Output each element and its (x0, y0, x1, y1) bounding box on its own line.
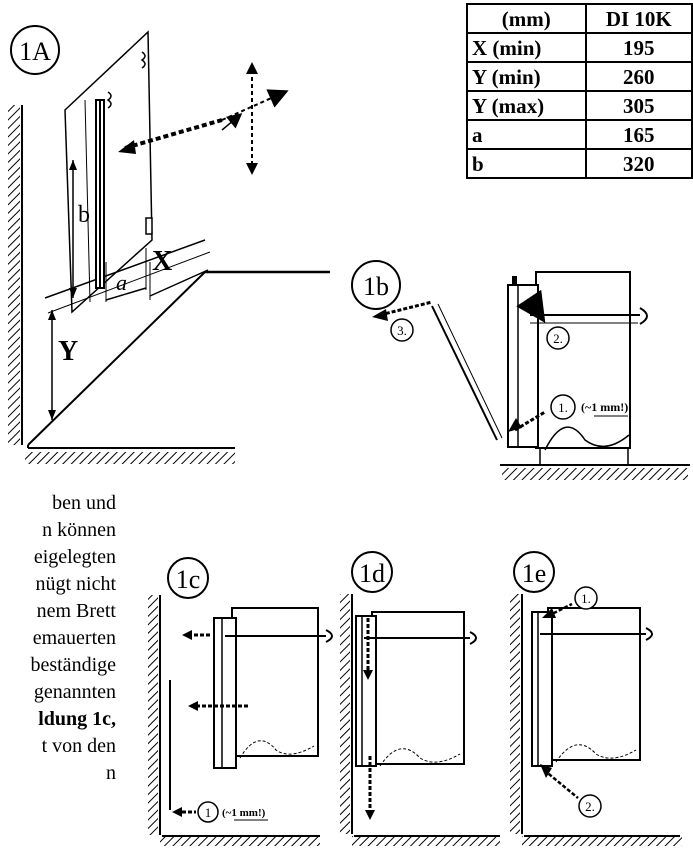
step-3-label-1b: 3. (390, 318, 414, 342)
wall-hatch (8, 105, 20, 445)
table-row: Y (min) 260 (466, 61, 693, 92)
svg-text:3.: 3. (397, 323, 407, 338)
text-line: beständige (30, 654, 116, 676)
step-1-label-1e: 1. (574, 586, 598, 610)
wall-hatch-1d (340, 594, 350, 834)
text-line: n (106, 762, 116, 784)
figure-1d-label: 1d (351, 551, 393, 593)
text-line: eigelegten (33, 546, 116, 568)
text-line: ldung 1c, (38, 708, 116, 730)
cabinet-1e (547, 607, 641, 761)
svg-text:2.: 2. (585, 799, 595, 814)
cabinet-1b (535, 271, 631, 449)
table-cell-label: Y (max) (466, 90, 587, 121)
table-header-row: (mm) DI 10K (466, 3, 693, 34)
figure-1a-label: 1A (10, 25, 60, 75)
floor-hatch-1c (160, 836, 320, 846)
wall-hatch-1c (148, 595, 158, 835)
figure-1b-label: 1b (351, 260, 401, 310)
table-row: a 165 (466, 119, 693, 150)
floor-hatch (25, 452, 235, 464)
table-row: X (min) 195 (466, 32, 693, 63)
table-cell-value: 165 (584, 119, 693, 150)
table-row: Y (max) 305 (466, 90, 693, 121)
svg-text:1.: 1. (558, 400, 568, 415)
table-cell-label: Y (min) (466, 61, 587, 92)
text-line: genannten (33, 681, 116, 703)
figure-1e-label: 1e (513, 551, 555, 593)
table-header: DI 10K (584, 3, 693, 34)
text-line: n können (42, 519, 116, 541)
svg-text:1b: 1b (363, 272, 389, 301)
floor-hatch-1e (522, 836, 682, 846)
step-1-label-1b: 1. (550, 394, 576, 420)
text-line: t von den (41, 735, 116, 757)
text-line: nem Brett (36, 600, 116, 622)
svg-text:1c: 1c (176, 565, 201, 594)
text-line: nügt nicht (35, 573, 116, 595)
floor-hatch-1b (502, 468, 688, 480)
table-cell-label: a (466, 119, 587, 150)
svg-text:1: 1 (205, 805, 212, 820)
dim-y-label: Y (58, 336, 78, 367)
step-2-label-1b: 2. (546, 326, 570, 350)
svg-text:2.: 2. (553, 331, 563, 346)
dimension-table: (mm) DI 10K X (min) 195 Y (min) 260 Y (m… (466, 3, 693, 179)
table-cell-value: 305 (584, 90, 693, 121)
table-cell-label: b (466, 148, 587, 179)
wall-hatch-1e (510, 594, 520, 834)
step-2-label-1e: 2. (578, 794, 602, 818)
svg-text:1e: 1e (522, 559, 547, 588)
text-line: ben und (52, 492, 116, 514)
mounting-panel (64, 30, 153, 314)
figure-1c-label: 1c (167, 557, 209, 599)
dim-x-label: X (152, 246, 172, 277)
table-header: (mm) (466, 3, 587, 34)
svg-text:1.: 1. (581, 591, 591, 606)
table-cell-value: 260 (584, 61, 693, 92)
text-line: emauerten (32, 627, 116, 649)
gap-note-1b: (~1 mm!) (581, 400, 628, 414)
dim-a-label: a (116, 270, 127, 295)
table-cell-value: 195 (584, 32, 693, 63)
cabinet-1c (231, 607, 319, 757)
table-cell-value: 320 (584, 148, 693, 179)
dim-b-label: b (78, 202, 90, 228)
floor-hatch-1d (352, 836, 500, 846)
gap-note-1c: (~1 mm!) (222, 807, 266, 819)
svg-text:1d: 1d (359, 559, 385, 588)
step-1-label-1c: 1 (197, 801, 219, 823)
svg-text:1A: 1A (19, 37, 51, 66)
table-row: b 320 (466, 148, 693, 179)
table-cell-label: X (min) (466, 32, 587, 63)
cabinet-1d (371, 611, 465, 765)
